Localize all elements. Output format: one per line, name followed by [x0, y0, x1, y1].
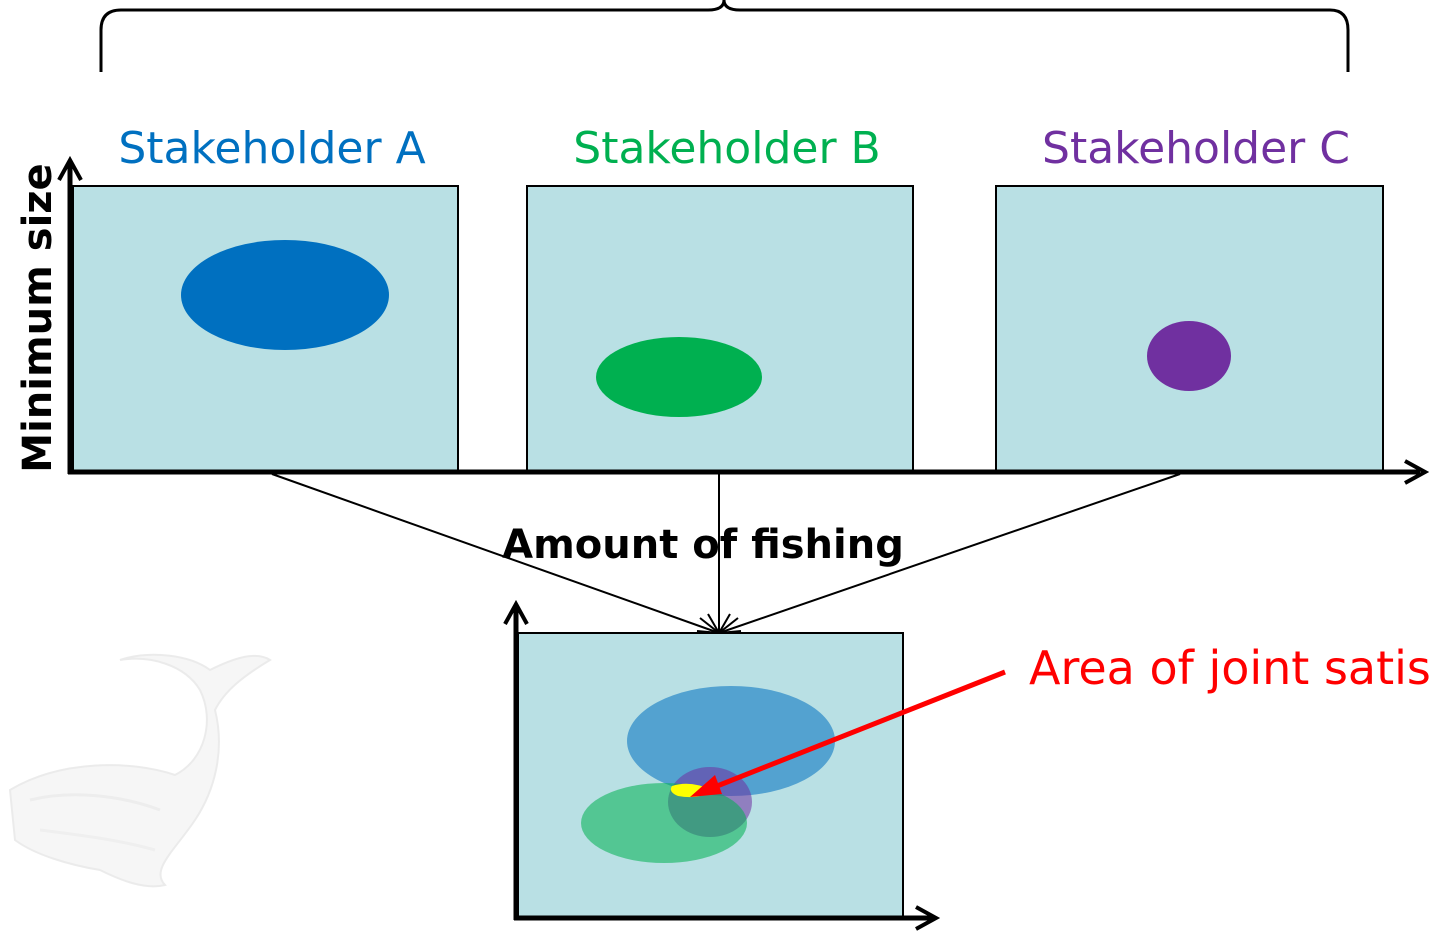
combined-y-axis-arrowhead	[503, 599, 529, 625]
arrow-from-a	[271, 473, 720, 634]
stakeholder-c-preference-region	[1147, 321, 1231, 391]
stakeholder-b-label: Stakeholder B	[573, 123, 880, 174]
combined-region-a	[627, 686, 835, 796]
stakeholder-b-preference-region	[596, 337, 762, 417]
stakeholders-brace	[99, 0, 1350, 72]
stakeholder-a-preference-region	[181, 240, 389, 350]
callout-arrowhead	[690, 775, 722, 797]
whale-watermark	[8, 653, 272, 888]
combined-region-b	[581, 783, 747, 863]
callout-label: Area of joint satisfaction	[1029, 641, 1429, 695]
y-axis-label: Minimum size	[15, 163, 61, 472]
x-axis-label: Amount of fishing	[502, 522, 904, 568]
y-axis-arrowhead	[57, 155, 83, 181]
stakeholder-a-label: Stakeholder A	[118, 123, 425, 174]
stakeholder-c-label: Stakeholder C	[1042, 123, 1350, 174]
converging-arrows	[271, 473, 1181, 635]
combined-x-axis-arrowhead	[915, 905, 941, 931]
arrow-from-c	[718, 473, 1181, 634]
callout-arrow-line	[701, 669, 1006, 795]
stakeholder-b-panel	[526, 185, 914, 473]
x-axis-arrowhead	[1404, 459, 1429, 485]
